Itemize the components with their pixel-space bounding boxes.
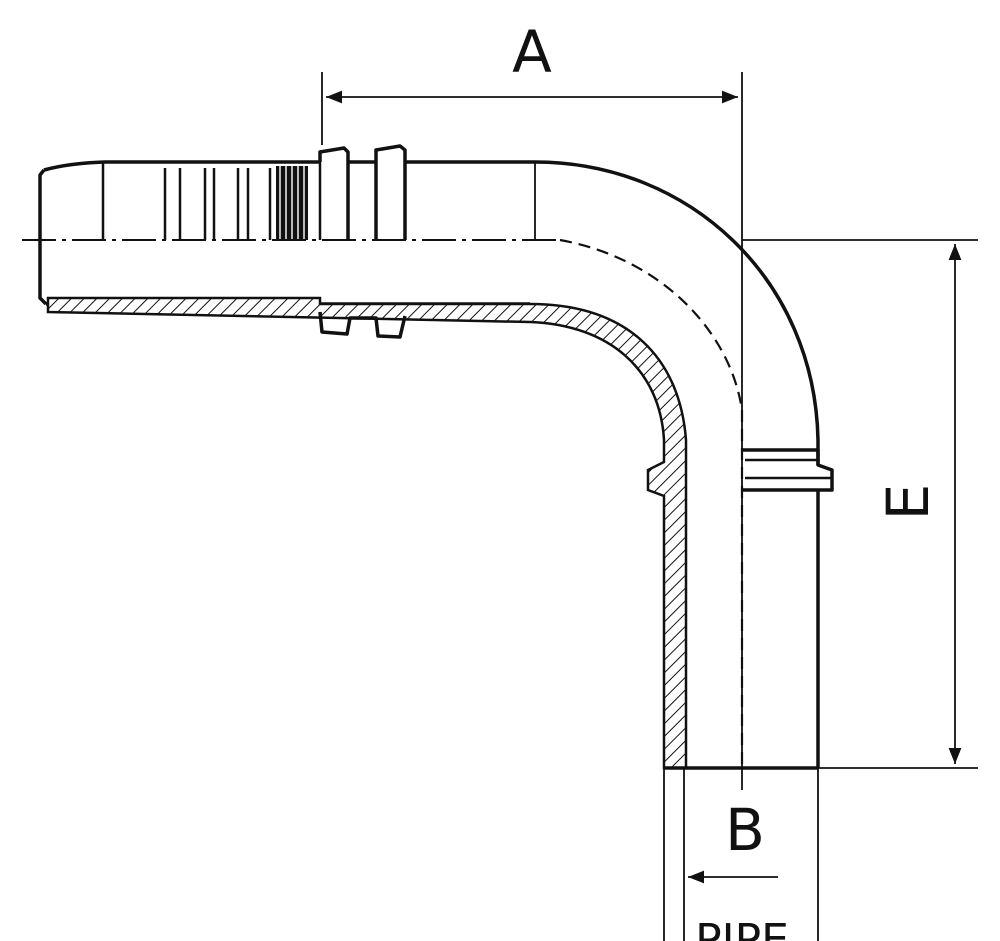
dim-a-label: A bbox=[512, 18, 552, 86]
pipe-label: PIPE bbox=[695, 915, 789, 941]
collars bbox=[318, 144, 536, 339]
tail-left-end bbox=[38, 168, 48, 306]
outlet-pipe bbox=[664, 440, 834, 770]
seal-ring bbox=[742, 448, 834, 492]
wall-section-horizontal bbox=[46, 296, 688, 770]
tail-serrations bbox=[101, 162, 272, 240]
tail-top-edge bbox=[43, 160, 162, 172]
dimension-b: B PIPE bbox=[663, 768, 819, 941]
bend-outer-edge bbox=[405, 160, 820, 441]
dim-b-label: B bbox=[725, 796, 765, 864]
knurl-band bbox=[276, 166, 308, 240]
dimension-e: E bbox=[742, 239, 978, 769]
fitting-body bbox=[38, 160, 820, 770]
dim-e-label: E bbox=[874, 484, 942, 521]
dimension-a: A bbox=[321, 18, 743, 790]
